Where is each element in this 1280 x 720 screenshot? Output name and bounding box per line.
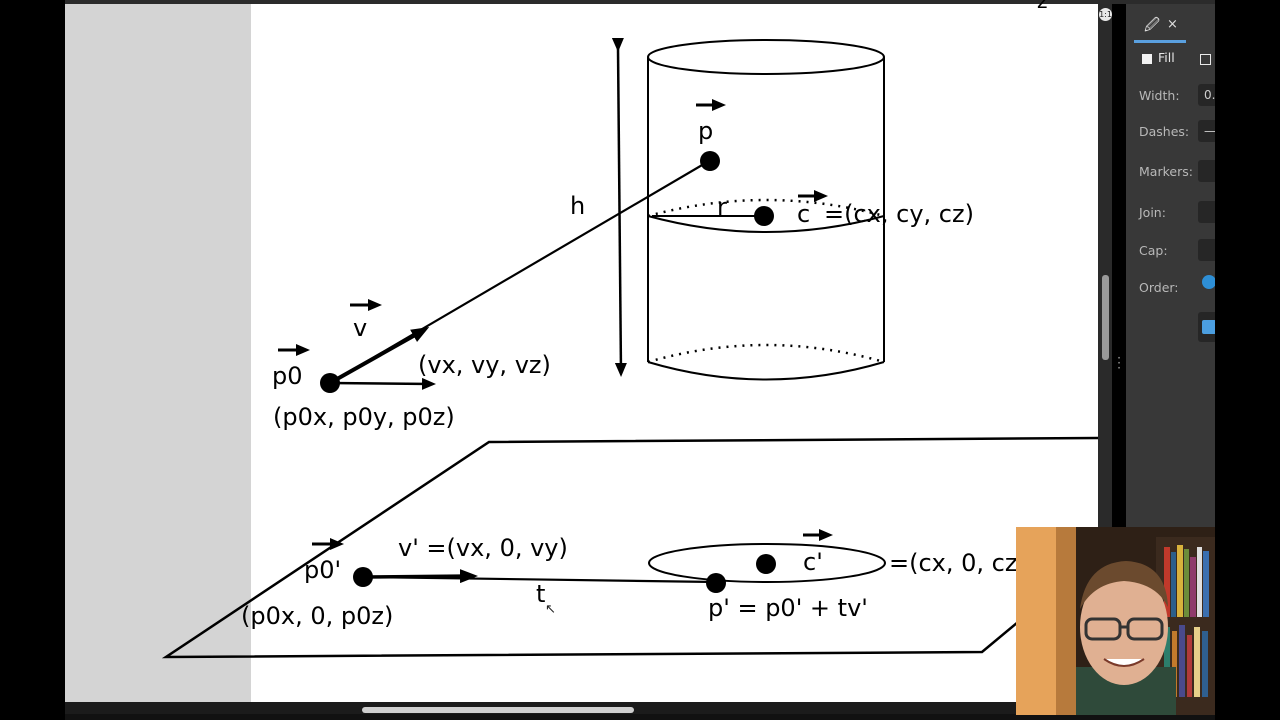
join-label: Join: xyxy=(1139,205,1166,220)
label-t: t xyxy=(536,580,545,608)
point-p0 xyxy=(320,373,340,393)
bottom-edge xyxy=(65,714,1215,720)
cylinder-bottom-front xyxy=(647,361,885,381)
point-p xyxy=(700,151,720,171)
geometry-diagram: p h r c =(cx, cy, cz) v (vx, vy, vz) p0 … xyxy=(161,0,1098,659)
label-c-prime-coords: =(cx, 0, cz xyxy=(889,549,1017,577)
point-c xyxy=(754,206,774,226)
projected-circle xyxy=(648,543,886,583)
label-corner-z: z xyxy=(1037,0,1048,13)
stroke-paint-checkbox[interactable] xyxy=(1200,54,1211,65)
vertical-scroll-thumb[interactable] xyxy=(1102,275,1109,360)
cap-buttons[interactable] xyxy=(1198,239,1215,261)
dashes-label: Dashes: xyxy=(1139,124,1190,139)
label-v-coords: (vx, vy, vz) xyxy=(418,351,551,379)
top-toolbar-edge xyxy=(65,0,1215,4)
drawing-canvas[interactable] xyxy=(251,4,1098,702)
point-p0-prime xyxy=(353,567,373,587)
canvas-gutter xyxy=(65,4,251,702)
label-vec-p: p xyxy=(698,117,713,145)
paint-order-icon[interactable] xyxy=(1202,275,1215,289)
width-label: Width: xyxy=(1139,88,1180,103)
cylinder-bottom-back xyxy=(647,343,885,364)
markers-label: Markers: xyxy=(1139,164,1193,179)
label-p0-prime-coords: (p0x, 0, p0z) xyxy=(241,602,393,630)
cylinder-mid-front xyxy=(647,215,885,233)
horizontal-scroll-thumb[interactable] xyxy=(362,707,634,713)
cap-label: Cap: xyxy=(1139,243,1168,258)
webcam-overlay xyxy=(1016,527,1215,715)
label-vec-c: c xyxy=(797,200,810,228)
video-letterbox-left xyxy=(0,0,65,720)
close-icon[interactable]: × xyxy=(1167,17,1178,32)
label-vec-p0-prime: p0' xyxy=(304,556,341,584)
point-c-prime xyxy=(756,554,776,574)
vx-component-arrow xyxy=(329,377,436,390)
video-letterbox-right xyxy=(1215,0,1280,720)
paint-order-option-icon[interactable] xyxy=(1198,312,1215,342)
label-vec-c-prime: c' xyxy=(803,548,823,576)
cylinder xyxy=(647,39,885,381)
label-vec-p0: p0 xyxy=(272,362,303,390)
height-arrow xyxy=(611,37,627,377)
label-p0-coords: (p0x, p0y, p0z) xyxy=(273,403,455,431)
join-buttons[interactable] xyxy=(1198,201,1215,223)
tab-fill-stroke[interactable]: 🖉︎ × xyxy=(1134,10,1186,43)
label-p-prime-def: p' = p0' + tv' xyxy=(708,594,868,622)
v-direction-arrow xyxy=(329,327,430,385)
ground-plane xyxy=(161,436,1098,659)
label-h: h xyxy=(570,192,585,220)
label-c-coords: =(cx, cy, cz) xyxy=(824,200,974,228)
dashes-select[interactable]: — xyxy=(1198,120,1215,142)
cylinder-top xyxy=(647,39,885,75)
fill-label: Fill xyxy=(1158,50,1175,65)
label-vec-v: v xyxy=(353,314,367,342)
mouse-cursor-icon: ↖ xyxy=(545,602,556,617)
fill-toggle[interactable]: Fill xyxy=(1142,50,1175,68)
markers-select[interactable] xyxy=(1198,160,1215,182)
width-field[interactable]: 0. xyxy=(1198,84,1215,106)
presenter-video-icon xyxy=(1016,527,1215,715)
v-prime-arrow xyxy=(362,569,478,584)
label-v-prime-def: v' =(vx, 0, vy) xyxy=(398,534,568,562)
label-r: r xyxy=(717,193,727,221)
pen-icon: 🖉︎ xyxy=(1144,16,1160,34)
point-p-prime xyxy=(706,573,726,593)
fill-checkbox-icon xyxy=(1142,53,1152,64)
panel-drag-handle-icon[interactable]: ··· xyxy=(1117,351,1121,375)
order-label: Order: xyxy=(1139,280,1179,295)
zoom-correction-icon[interactable]: 1:1 xyxy=(1099,8,1112,21)
cylinder-mid-back xyxy=(647,198,885,218)
